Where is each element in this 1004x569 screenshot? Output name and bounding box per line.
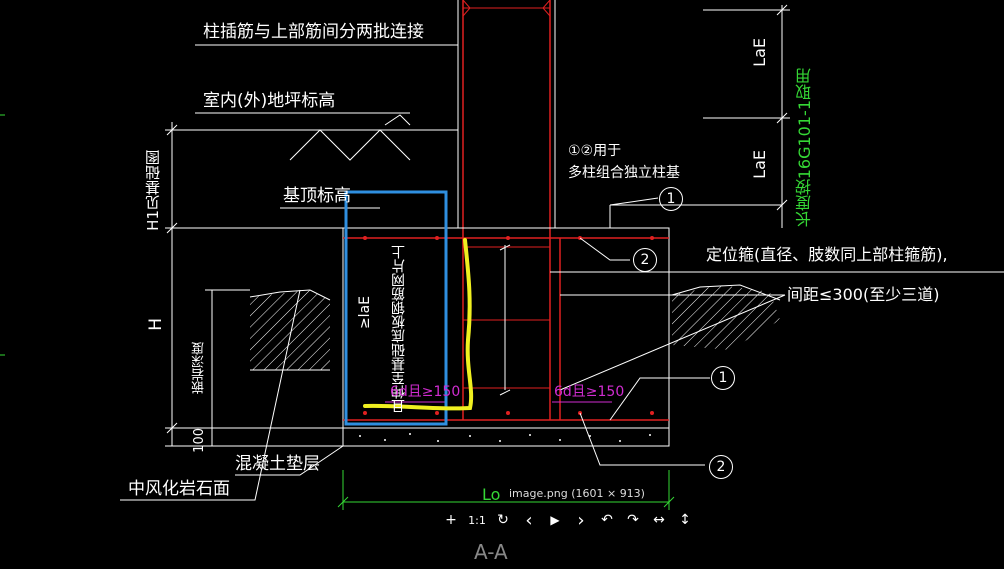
rotate-left-icon[interactable]: ↶ [601,512,613,528]
viewer-toolbar: + 1:1 ↻ ‹ ▶ › ↶ ↷ ↔ ↕ [438,508,698,532]
rock-hatch [249,284,781,370]
lae-dimension [703,4,790,228]
zoom-in-icon[interactable]: + [445,512,457,528]
cushion-label: 混凝土垫层 [235,454,320,474]
length-note-label: 长度按16G101-1取用 [795,68,814,228]
hook-right-label: 6d且≥150 [554,384,625,400]
concrete-cushion [342,427,670,447]
section-label: A-A [474,540,508,564]
column-bar-connection-label: 柱插筋与上部筋间分两批连接 [203,22,424,42]
spacing-note-label: 间距≤300(至少三道) [787,285,940,304]
hook-left-label: 6d且≥150 [390,384,461,400]
lo-dimension [337,470,675,510]
ground-symbol [289,114,458,161]
callout-leader [609,197,659,206]
callout-leader [579,237,630,261]
rotate-right-icon[interactable]: ↷ [627,512,639,528]
h1-note-label: H1见基础图 [144,150,162,231]
spacing-leader-2 [559,294,786,391]
anchor-ge-label: ≥laE [357,296,373,330]
highlight-box [344,190,448,426]
fit-height-icon[interactable]: ↕ [679,512,691,528]
highlight-stroke [363,238,474,411]
fit-width-icon[interactable]: ↔ [653,512,665,528]
dim-100-label: 100 [192,428,207,453]
h-dimension-label: H [146,318,166,331]
column [457,0,782,420]
viewer-caption: image.png (1601 × 913) [509,487,645,500]
callout-1-lower: 1 [711,366,735,390]
lo-dimension-label: Lo [482,485,501,504]
cushion-leader [235,445,344,476]
callout-leader [609,377,710,421]
rock-depth-label: 嵌岩深度 [192,342,207,394]
multi-column-note-1: ①②用于 [568,143,622,159]
lae-top-label: LaE [750,38,769,67]
floor-elevation-label: 室内(外)地坪标高 [203,91,336,111]
callout-leader [579,412,705,466]
left-dimensions [165,122,343,447]
actual-size-icon[interactable]: 1:1 [468,513,486,527]
top-elevation-label: 基顶标高 [283,186,351,206]
lae-mid-label: LaE [750,150,769,179]
stirrup-note-label: 定位箍(直径、肢数同上部柱箍筋), [706,245,948,264]
callout-2: 2 [633,248,657,272]
rock-leader [120,289,301,501]
play-icon[interactable]: ▶ [550,513,560,527]
multi-column-note-2: 多柱组合独立柱基 [568,165,680,181]
callout-2-lower: 2 [709,455,733,479]
callout-1: 1 [659,187,683,211]
previous-icon[interactable]: ‹ [525,509,533,531]
refresh-icon[interactable]: ↻ [497,512,509,528]
next-icon[interactable]: › [577,509,585,531]
rock-surface-label: 中风化岩石面 [128,479,230,499]
